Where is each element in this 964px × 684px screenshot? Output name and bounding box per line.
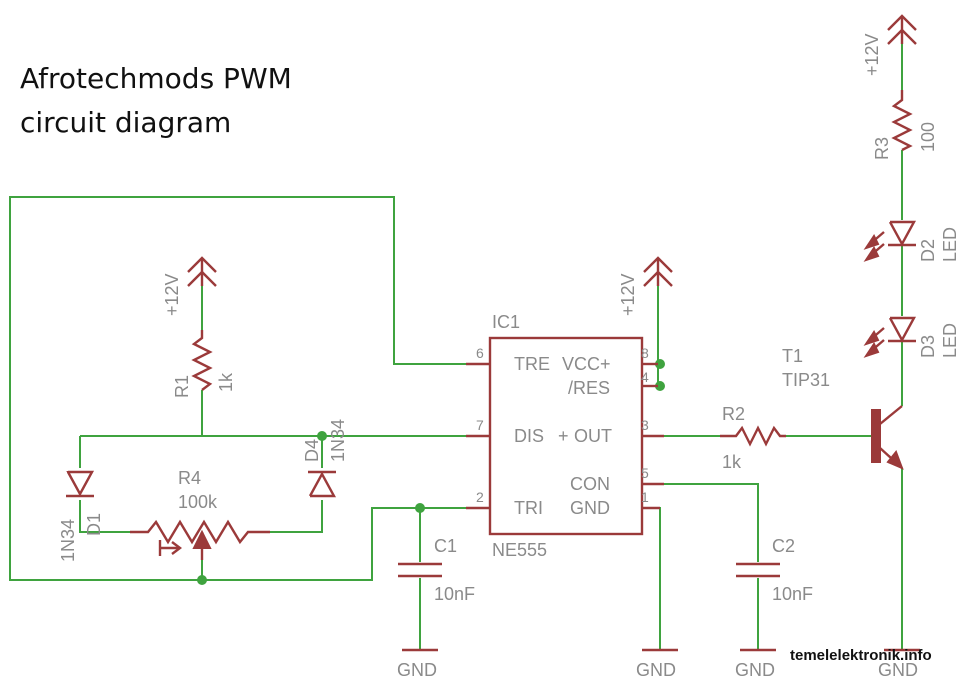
r1-value-label: 1k bbox=[216, 372, 236, 392]
d4-ref-label: D4 bbox=[302, 439, 322, 462]
t1-value-label: TIP31 bbox=[782, 370, 830, 390]
junction-dot bbox=[655, 359, 665, 369]
output-symbol-icon: + bbox=[558, 426, 569, 446]
d2-ref-label: D2 bbox=[918, 239, 938, 262]
pin-name-tri: TRI bbox=[514, 498, 543, 518]
ground-label: GND bbox=[397, 660, 437, 680]
d3-value-label: LED bbox=[940, 323, 960, 358]
pin-number: 4 bbox=[641, 369, 649, 385]
pin-name-out: OUT bbox=[574, 426, 612, 446]
potentiometer-r4: R4 100k bbox=[130, 468, 270, 560]
d1-value-label: 1N34 bbox=[58, 519, 78, 562]
resistor-r3: R3 100 bbox=[872, 90, 938, 160]
pin-number: 1 bbox=[641, 489, 649, 505]
ground-symbol-c1: GND bbox=[397, 648, 438, 680]
diagram-title-line2: circuit diagram bbox=[20, 106, 231, 139]
pin-number: 6 bbox=[476, 345, 484, 361]
supply-symbol-ic: +12V bbox=[618, 256, 673, 316]
pin-name-vcc: VCC+ bbox=[562, 354, 611, 374]
ground-symbol-c2: GND bbox=[735, 648, 776, 680]
d3-ref-label: D3 bbox=[918, 335, 938, 358]
junction-dot bbox=[197, 575, 207, 585]
wires bbox=[9, 40, 903, 650]
junctions bbox=[197, 359, 665, 585]
junction-dot bbox=[655, 381, 665, 391]
r3-ref-label: R3 bbox=[872, 137, 892, 160]
watermark-text: temelelektronik.info bbox=[790, 647, 932, 664]
supply-symbol-r3: +12V bbox=[862, 14, 917, 76]
transistor-t1: T1 TIP31 bbox=[782, 346, 904, 470]
d1-ref-label: D1 bbox=[84, 513, 104, 536]
pin-name-dis: DIS bbox=[514, 426, 544, 446]
supply-symbol-r1: +12V bbox=[162, 256, 217, 316]
r4-value-label: 100k bbox=[178, 492, 218, 512]
supply-label: +12V bbox=[162, 273, 182, 316]
ic-ref-label: IC1 bbox=[492, 312, 520, 332]
d2-value-label: LED bbox=[940, 227, 960, 262]
pin-number: 2 bbox=[476, 489, 484, 505]
capacitor-c2: C2 10nF bbox=[736, 536, 813, 604]
ground-symbol-ic: GND bbox=[636, 648, 678, 680]
ground-label: GND bbox=[878, 660, 918, 680]
ground-label: GND bbox=[636, 660, 676, 680]
junction-dot bbox=[317, 431, 327, 441]
ground-label: GND bbox=[735, 660, 775, 680]
c2-value-label: 10nF bbox=[772, 584, 813, 604]
d4-value-label: 1N34 bbox=[328, 419, 348, 462]
pin-number: 7 bbox=[476, 417, 484, 433]
ic-part-label: NE555 bbox=[492, 540, 547, 560]
c2-ref-label: C2 bbox=[772, 536, 795, 556]
resistor-r1: R1 1k bbox=[172, 330, 236, 398]
pin-number: 5 bbox=[641, 465, 649, 481]
supply-label: +12V bbox=[618, 273, 638, 316]
pin-name-tre: TRE bbox=[514, 354, 550, 374]
resistor-r2: R2 1k bbox=[720, 404, 786, 472]
capacitor-c1: C1 10nF bbox=[398, 536, 475, 604]
pin-number: 8 bbox=[641, 345, 649, 361]
pin-name-con: CON bbox=[570, 474, 610, 494]
diode-d4: D4 1N34 bbox=[302, 419, 348, 498]
t1-ref-label: T1 bbox=[782, 346, 803, 366]
supply-label: +12V bbox=[862, 33, 882, 76]
pin-name-gnd: GND bbox=[570, 498, 610, 518]
c1-value-label: 10nF bbox=[434, 584, 475, 604]
pin-name-res: /RES bbox=[568, 378, 610, 398]
junction-dot bbox=[415, 503, 425, 513]
led-d3: D3 LED bbox=[863, 316, 960, 358]
r4-ref-label: R4 bbox=[178, 468, 201, 488]
diagram-title-line1: Afrotechmods PWM bbox=[20, 62, 292, 95]
led-d2: D2 LED bbox=[863, 220, 960, 262]
r3-value-label: 100 bbox=[918, 122, 938, 152]
c1-ref-label: C1 bbox=[434, 536, 457, 556]
r2-ref-label: R2 bbox=[722, 404, 745, 424]
pin-number: 3 bbox=[641, 417, 649, 433]
ground-symbol-t1: GND bbox=[878, 648, 920, 680]
r1-ref-label: R1 bbox=[172, 375, 192, 398]
ic-ne555: IC1 NE555 TRE VCC+ /RES DIS + OUT CON TR… bbox=[466, 312, 664, 560]
r2-value-label: 1k bbox=[722, 452, 742, 472]
diode-d1: 1N34 D1 bbox=[58, 470, 104, 562]
